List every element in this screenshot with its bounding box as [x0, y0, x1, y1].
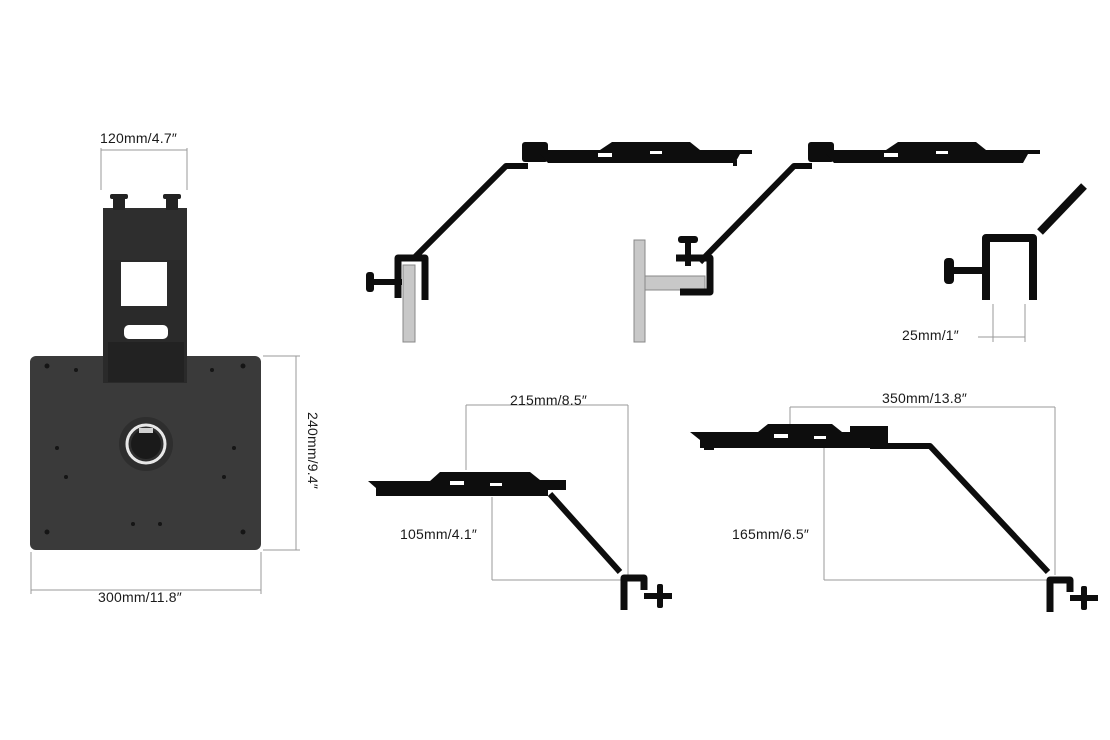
tray-profile [368, 472, 566, 496]
dim-lines-long-reach [789, 406, 1056, 581]
label-short-drop: 105mm/4.1″ [400, 526, 477, 542]
plate-screw-holes [44, 363, 246, 535]
tray-profile [808, 142, 1040, 163]
clamp-detail-view [944, 183, 1087, 342]
dim-line-top-clamp-width [100, 148, 188, 190]
center-pivot-knob [119, 417, 173, 471]
dim-lines-short-reach [465, 404, 629, 581]
label-plate-height: 240mm/9.4″ [305, 412, 321, 489]
label-long-reach: 350mm/13.8″ [882, 390, 967, 406]
dim-line-plate-height [263, 355, 300, 551]
dim-line-clamp-gap [978, 304, 1026, 342]
side-view-long-reach [690, 406, 1098, 612]
wall-surface [633, 239, 646, 343]
tray-profile [690, 424, 888, 450]
label-short-reach: 215mm/8.5″ [510, 392, 587, 408]
label-clamp-gap: 25mm/1″ [902, 327, 959, 343]
top-view-plate-assembly [30, 148, 300, 594]
side-view-short-reach [368, 404, 672, 610]
top-clamp-column [103, 194, 187, 383]
label-top-clamp-width: 120mm/4.7″ [100, 130, 177, 146]
label-long-drop: 165mm/6.5″ [732, 526, 809, 542]
label-plate-width: 300mm/11.8″ [98, 589, 182, 605]
desk-edge [402, 264, 416, 343]
dim-line-plate-width [30, 552, 262, 594]
side-view-desk-clamp [366, 142, 752, 343]
side-view-wall-mount [633, 142, 1040, 343]
tray-profile [522, 142, 752, 166]
